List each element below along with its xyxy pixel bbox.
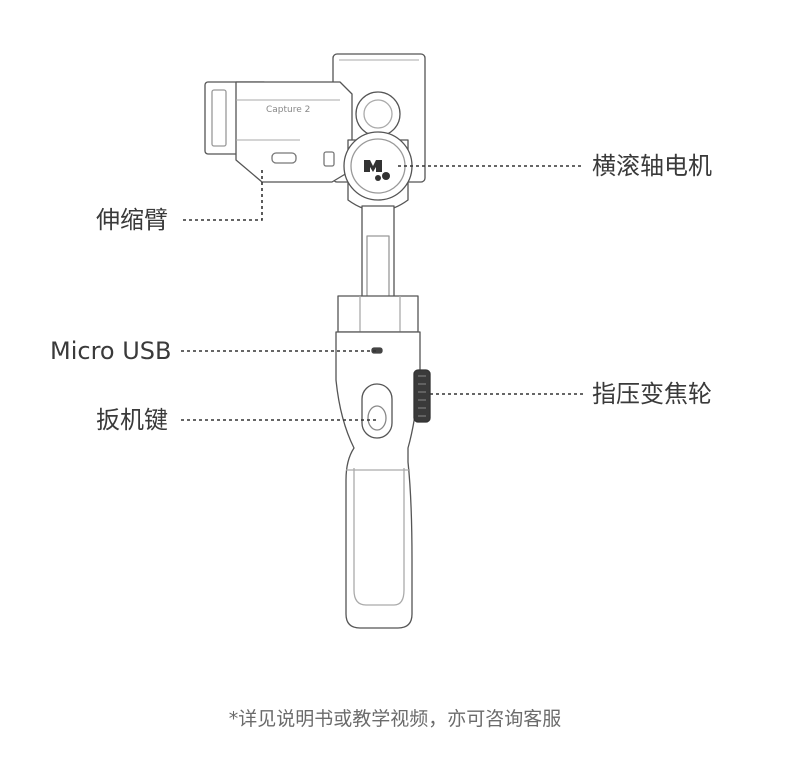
- label-zoom-wheel: 指压变焦轮: [592, 380, 712, 408]
- label-micro-usb: Micro USB: [50, 337, 172, 365]
- handle-top: [337, 295, 419, 333]
- brand-logo: [364, 160, 390, 181]
- label-trigger: 扳机键: [96, 406, 168, 434]
- leader-extension-arm: [180, 170, 263, 221]
- handle: [335, 331, 421, 629]
- zoom-wheel-shape: [413, 369, 431, 423]
- footer-note: *详见说明书或教学视频，亦可咨询客服: [228, 708, 562, 730]
- extension-arm-body: [235, 81, 353, 183]
- label-extension-arm: 伸缩臂: [96, 206, 168, 234]
- model-text: Capture 2: [266, 105, 310, 115]
- label-pan-motor: 横滚轴电机: [592, 152, 712, 180]
